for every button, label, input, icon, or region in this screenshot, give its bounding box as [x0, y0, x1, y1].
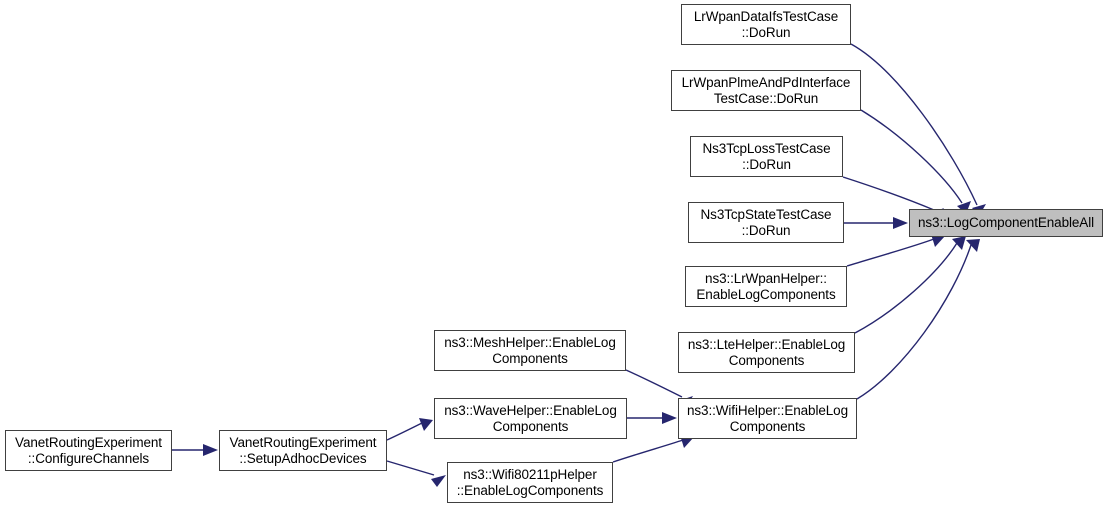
edge-meshhelper-to-wifihelper — [625, 369, 683, 398]
node-lrwpan_dataifs[interactable]: LrWpanDataIfsTestCase ::DoRun — [681, 4, 851, 45]
node-label-lrwpan_plme: LrWpanPlmeAndPdInterface TestCase::DoRun — [681, 75, 851, 106]
node-meshhelper[interactable]: ns3::MeshHelper::EnableLog Components — [434, 330, 626, 371]
node-configurechannels[interactable]: VanetRoutingExperiment ::ConfigureChanne… — [5, 430, 172, 471]
node-wifihelper[interactable]: ns3::WifiHelper::EnableLog Components — [678, 398, 857, 439]
node-lrwpanhelper[interactable]: ns3::LrWpanHelper:: EnableLogComponents — [685, 266, 847, 307]
edge-wifi80211phelper-to-wifihelper — [612, 439, 684, 463]
edge-lrwpan_dataifs-to-logcomponentenableall — [850, 43, 978, 206]
arrowhead-wavehelper-to-wifihelper — [662, 412, 677, 424]
node-wavehelper[interactable]: ns3::WaveHelper::EnableLog Components — [434, 398, 627, 439]
node-setupadhocdevices[interactable]: VanetRoutingExperiment ::SetupAdhocDevic… — [219, 430, 387, 471]
arrowhead-ltehelper-to-logcomponentenableall — [952, 236, 966, 250]
node-label-lrwpan_dataifs: LrWpanDataIfsTestCase ::DoRun — [693, 9, 839, 40]
edge-ns3tcploss-to-logcomponentenableall — [842, 176, 935, 211]
node-label-wifi80211phelper: ns3::Wifi80211pHelper ::EnableLogCompone… — [456, 467, 604, 498]
node-label-logcomponentenableall: ns3::LogComponentEnableAll — [917, 215, 1095, 231]
arrowhead-ns3tcpstate-to-logcomponentenableall — [893, 217, 908, 229]
arrowhead-lrwpan_plme-to-logcomponentenableall — [957, 201, 971, 214]
node-label-configurechannels: VanetRoutingExperiment ::ConfigureChanne… — [15, 435, 162, 466]
node-wifi80211phelper[interactable]: ns3::Wifi80211pHelper ::EnableLogCompone… — [447, 462, 613, 503]
edge-setupadhocdevices-to-wavehelper — [386, 422, 423, 441]
node-lrwpan_plme[interactable]: LrWpanPlmeAndPdInterface TestCase::DoRun — [671, 70, 861, 111]
edge-lrwpan_plme-to-logcomponentenableall — [860, 109, 963, 204]
arrowhead-setupadhocdevices-to-wifi80211phelper — [431, 475, 446, 487]
edge-setupadhocdevices-to-wifi80211phelper — [386, 460, 435, 476]
node-label-ltehelper: ns3::LteHelper::EnableLog Components — [687, 337, 846, 368]
arrowhead-wifihelper-to-logcomponentenableall — [966, 239, 980, 252]
node-label-ns3tcpstate: Ns3TcpStateTestCase ::DoRun — [700, 207, 832, 238]
arrowhead-lrwpanhelper-to-logcomponentenableall — [931, 234, 945, 247]
node-ns3tcploss[interactable]: Ns3TcpLossTestCase ::DoRun — [690, 136, 843, 177]
edge-ltehelper-to-logcomponentenableall — [854, 242, 958, 334]
arrowhead-setupadhocdevices-to-wavehelper — [419, 418, 433, 431]
node-ns3tcpstate[interactable]: Ns3TcpStateTestCase ::DoRun — [688, 202, 844, 243]
edge-lrwpanhelper-to-logcomponentenableall — [846, 238, 935, 267]
node-label-ns3tcploss: Ns3TcpLossTestCase ::DoRun — [702, 141, 831, 172]
edge-wifihelper-to-logcomponentenableall — [856, 241, 973, 400]
node-ltehelper[interactable]: ns3::LteHelper::EnableLog Components — [678, 332, 855, 373]
node-label-wifihelper: ns3::WifiHelper::EnableLog Components — [687, 403, 848, 434]
arrowhead-configurechannels-to-setupadhocdevices — [203, 444, 218, 456]
node-label-lrwpanhelper: ns3::LrWpanHelper:: EnableLogComponents — [696, 271, 836, 302]
node-label-wavehelper: ns3::WaveHelper::EnableLog Components — [444, 403, 617, 434]
node-logcomponentenableall[interactable]: ns3::LogComponentEnableAll — [909, 209, 1103, 237]
node-label-setupadhocdevices: VanetRoutingExperiment ::SetupAdhocDevic… — [229, 435, 377, 466]
node-label-meshhelper: ns3::MeshHelper::EnableLog Components — [444, 335, 616, 366]
